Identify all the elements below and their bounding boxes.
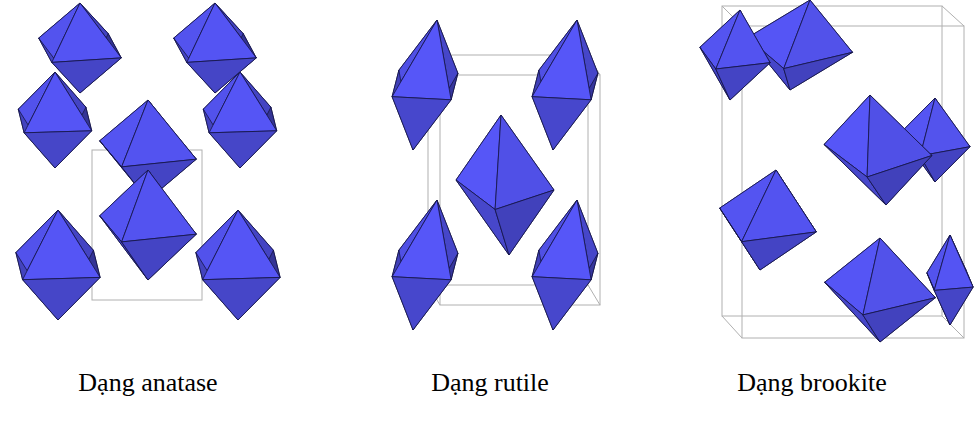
- unit-cell: [92, 150, 202, 300]
- octahedron-face: [23, 277, 101, 320]
- octahedron-face: [392, 277, 451, 330]
- structure-label: Dạng brookite: [737, 368, 886, 398]
- octahedron-face: [203, 277, 281, 320]
- octahedron-face: [716, 10, 770, 69]
- structure-label: Dạng rutile: [431, 368, 549, 398]
- unit-cell: [742, 26, 964, 338]
- octahedron-face: [863, 298, 936, 342]
- octahedron-face: [187, 3, 256, 62]
- octahedron-face: [532, 277, 591, 330]
- octahedron-face: [209, 131, 277, 168]
- octahedron-face: [532, 20, 591, 100]
- octahedron-face: [532, 97, 591, 150]
- octahedron-face: [532, 200, 591, 280]
- octahedron-face: [934, 235, 973, 290]
- octahedron-face: [392, 20, 451, 100]
- octahedron-face: [392, 200, 451, 280]
- octahedron-face: [52, 3, 122, 62]
- octahedron-face: [23, 210, 101, 280]
- octahedron-face: [24, 131, 92, 168]
- octahedron-face: [209, 72, 277, 133]
- octahedron-face: [392, 97, 451, 150]
- octahedron-face: [934, 287, 973, 325]
- octahedron-face: [867, 156, 932, 206]
- octahedron-face: [742, 170, 817, 242]
- octahedron-face: [203, 210, 281, 280]
- octahedron-face: [920, 98, 970, 156]
- octahedron-face: [456, 115, 501, 210]
- octahedron-face: [784, 52, 853, 90]
- unit-cell: [440, 75, 600, 305]
- octahedron-face: [122, 100, 197, 167]
- structure-label: Dạng anatase: [78, 368, 217, 398]
- octahedron-face: [742, 232, 817, 270]
- octahedron-face: [122, 234, 197, 280]
- octahedron-face: [24, 72, 92, 133]
- octahedron-face: [716, 63, 770, 100]
- octahedron-face: [122, 170, 197, 242]
